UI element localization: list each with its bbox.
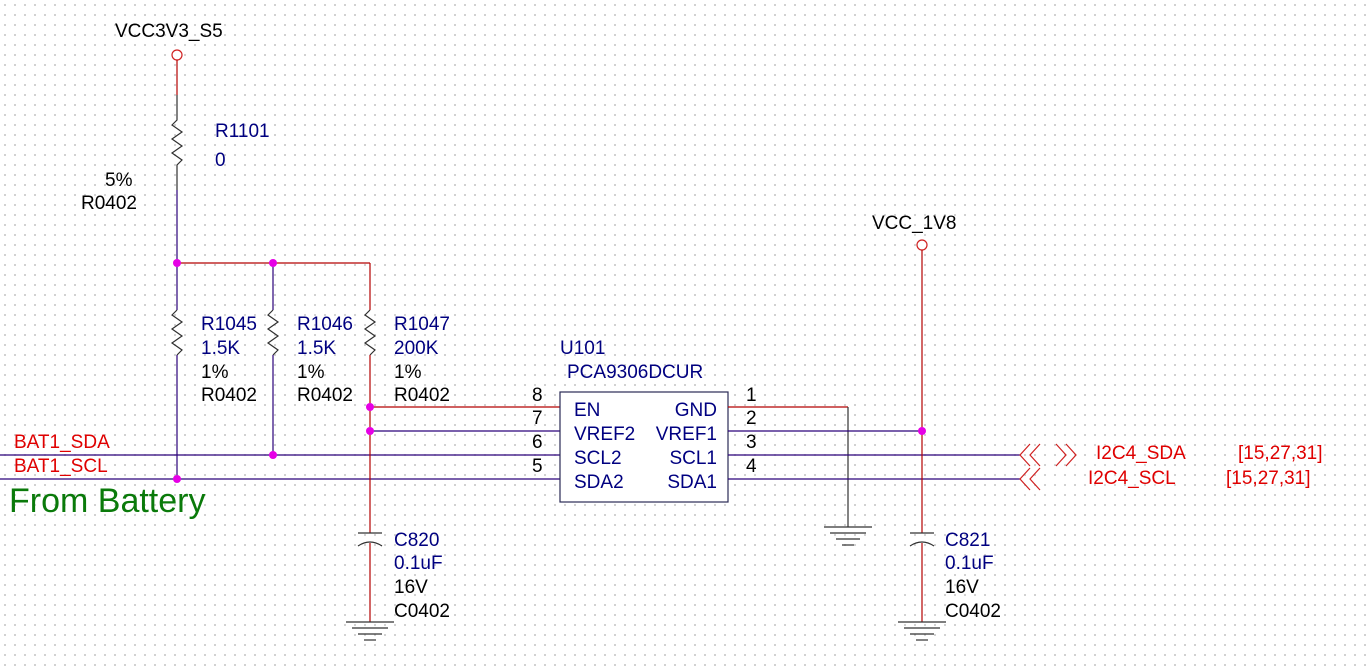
offpage-connector-i2c4-scl <box>1019 467 1041 491</box>
pin-vref1-name: VREF1 <box>656 424 717 445</box>
pin-7-number: 7 <box>532 408 543 429</box>
junction-dot <box>269 259 277 267</box>
pin-scl2-name: SCL2 <box>574 448 622 469</box>
net-bat1-sda: BAT1_SDA <box>14 432 110 453</box>
pin-6-number: 6 <box>532 432 543 453</box>
c821-value: 0.1uF <box>945 553 994 574</box>
pin-4-number: 4 <box>746 456 757 477</box>
i2c4-sda-page-refs: [15,27,31] <box>1238 443 1323 464</box>
resistor-r1045: R1045 1.5K 1% R0402 <box>170 263 257 479</box>
r1047-tolerance: 1% <box>394 362 422 383</box>
r1045-value: 1.5K <box>201 338 240 359</box>
r1045-ref: R1045 <box>201 314 257 335</box>
ic-u101: U101 PCA9306DCUR 8 7 6 5 EN VREF2 SCL2 S… <box>532 338 757 503</box>
vcc1v8-power-port: VCC_1V8 <box>872 213 957 431</box>
junction-dot <box>173 475 181 483</box>
pin-en-name: EN <box>574 400 600 421</box>
junction-dot <box>366 403 374 411</box>
vcc3v3-power-port: VCC3V3_S5 <box>115 21 223 95</box>
resistor-r1101-symbol <box>170 95 184 190</box>
pin-5-number: 5 <box>532 456 543 477</box>
pin-vref2-name: VREF2 <box>574 424 635 445</box>
u101-ref: U101 <box>560 338 605 359</box>
junction-dots <box>173 259 926 483</box>
pin-1-number: 1 <box>746 385 757 406</box>
net-i2c4-scl: I2C4_SCL <box>1088 468 1176 489</box>
ground-c820 <box>346 621 394 641</box>
junction-dot <box>173 259 181 267</box>
resistor-r1046: R1046 1.5K 1% R0402 <box>266 263 353 455</box>
r1046-package: R0402 <box>297 385 353 406</box>
offpage-connector-i2c4-sda <box>1019 443 1077 467</box>
r1047-package: R0402 <box>394 385 450 406</box>
r1045-tolerance: 1% <box>201 362 229 383</box>
r1046-tolerance: 1% <box>297 362 325 383</box>
r1046-value: 1.5K <box>297 338 336 359</box>
r1047-ref: R1047 <box>394 314 450 335</box>
net-i2c4-sda: I2C4_SDA <box>1096 443 1186 464</box>
from-battery-note: From Battery <box>9 482 205 520</box>
capacitor-c820: C820 0.1uF 16V C0402 <box>357 530 450 622</box>
ground-c821 <box>898 621 946 641</box>
resistor-r1047: R1047 200K 1% R0402 <box>363 263 450 407</box>
c821-voltage: 16V <box>945 577 979 598</box>
net-bat1-scl: BAT1_SCL <box>14 456 108 477</box>
r1101-value: 0 <box>215 150 226 171</box>
vcc3v3-label: VCC3V3_S5 <box>115 21 223 42</box>
pin-3-number: 3 <box>746 432 757 453</box>
ground-u101 <box>824 526 872 546</box>
ic-u101-body <box>559 391 729 503</box>
r1046-ref: R1046 <box>297 314 353 335</box>
junction-dot <box>918 427 926 435</box>
u101-part: PCA9306DCUR <box>567 362 703 383</box>
c821-ref: C821 <box>945 530 990 551</box>
pin-scl1-name: SCL1 <box>669 448 717 469</box>
pin-8-number: 8 <box>532 385 543 406</box>
vcc1v8-label: VCC_1V8 <box>872 213 957 234</box>
capacitor-c821: C821 0.1uF 16V C0402 <box>909 530 1001 622</box>
pin-sda2-name: SDA2 <box>574 472 624 493</box>
resistor-r1101: R1101 0 5% R0402 <box>81 95 270 214</box>
i2c4-scl-page-refs: [15,27,31] <box>1226 468 1311 489</box>
r1045-package: R0402 <box>201 385 257 406</box>
r1101-ref: R1101 <box>215 121 270 142</box>
r1101-tolerance: 5% <box>105 170 133 191</box>
c821-package: C0402 <box>945 601 1001 622</box>
junction-dot <box>366 427 374 435</box>
junction-dot <box>269 451 277 459</box>
c820-package: C0402 <box>394 601 450 622</box>
pin-2-number: 2 <box>746 408 757 429</box>
c820-value: 0.1uF <box>394 553 443 574</box>
c820-voltage: 16V <box>394 577 428 598</box>
pin-gnd-name: GND <box>675 400 717 421</box>
c820-ref: C820 <box>394 530 439 551</box>
r1047-value: 200K <box>394 338 439 359</box>
pin-sda1-name: SDA1 <box>667 472 717 493</box>
r1101-package: R0402 <box>81 193 137 214</box>
